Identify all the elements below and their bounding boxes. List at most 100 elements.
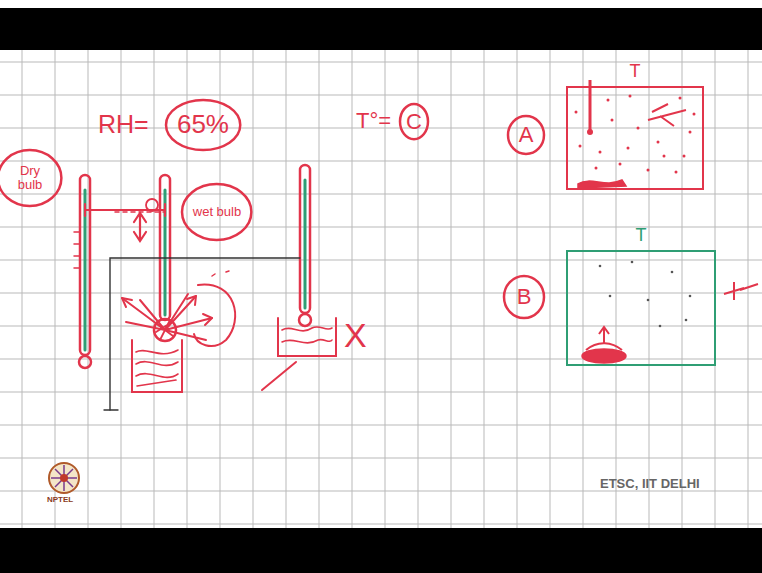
water-pool [582,349,626,363]
grid-line [0,524,762,525]
small-circle [146,199,158,211]
nptel-logo [49,463,79,493]
board [0,50,762,528]
vapour-dots [575,95,696,174]
evaporation-arrows [122,294,212,340]
grid-line [0,359,762,360]
grid-line [0,425,762,426]
grid [0,50,762,528]
case-label: B [502,274,546,320]
mercury [304,180,307,308]
wet-thermometer [160,175,170,320]
grid-line [253,50,254,528]
grid-line [22,50,23,528]
grid-line [0,458,762,459]
grid-line [0,62,762,63]
node-text: A [519,123,534,146]
circle-outline [166,100,240,150]
grid-line [682,50,683,528]
grid-line [88,50,89,528]
wet-bulb-setup [104,258,300,410]
top-bar [0,0,762,50]
grid-line [286,50,287,528]
grid-line [0,326,762,327]
logo-text: NPTEL [47,496,73,504]
difference-marks [85,199,165,241]
bulb [587,129,593,135]
grid-line [0,491,762,492]
node-text: wet bulb [193,205,241,219]
vapour-cloud [194,285,235,346]
circle-outline [400,104,428,139]
grid-line [0,293,762,294]
pointer [262,362,296,390]
node-text: B [517,285,532,308]
open-box: T [566,250,716,366]
circle-outline [504,276,544,318]
temperature: T°= [356,110,391,132]
third-setup [262,318,336,390]
grid-line [0,392,762,393]
circled-unit: C [398,102,430,141]
water-cup [278,318,336,356]
relative-humidity: RH= [98,112,149,137]
bulb [299,314,311,326]
circled-value: 65% [164,98,242,152]
frame [110,258,300,410]
node-text: Dry bulb [8,164,52,191]
thermometer-label: wet bulb [180,182,253,242]
grid-line [55,50,56,528]
watermark: ETSC, IIT DELHI [600,477,700,490]
arrowheads [122,296,212,325]
grid-line [0,161,762,162]
scribble [648,104,686,126]
top-strip [0,0,762,8]
grid-line [550,50,551,528]
box-heading: T [568,62,702,81]
grid-line [0,95,762,96]
logo-hub [60,474,68,482]
water-film [578,180,626,188]
vapour-dots [212,271,229,276]
node-text: C [406,110,422,133]
grid-line [154,50,155,528]
grid-line [451,50,452,528]
water-scribble [282,327,332,343]
scribble [724,282,758,300]
grid-line [319,50,320,528]
box-a-contents [575,80,696,188]
logo-spokes [51,465,77,491]
vapour-dots [599,261,692,328]
grid-line [0,227,762,228]
dry-thermometer [80,175,90,355]
thermometer [300,165,310,313]
logo-ring [49,463,79,493]
box-b-contents [582,261,758,363]
difference-arrow [134,213,146,241]
grid-line [649,50,650,528]
circle-outline [0,150,62,206]
case-label: A [506,114,546,156]
circle-outline [182,184,251,240]
frame-foot [104,409,118,410]
water-cup [132,340,182,392]
grid-line [0,194,762,195]
grid-line [583,50,584,528]
grid-line [616,50,617,528]
grid-line [748,50,749,528]
grid-line [484,50,485,528]
thermometer-label: Dry bulb [0,148,64,208]
evaporation-arrow [599,327,609,344]
water-scribble [136,350,178,386]
ticks [74,232,79,268]
closed-box: T [566,86,704,190]
box-heading: T [568,226,714,245]
bulb [79,356,91,368]
cross-mark: X [344,318,367,352]
level-line [85,204,165,216]
dashed-line [115,211,165,213]
water-surface [586,343,622,350]
grid-line [0,260,762,261]
